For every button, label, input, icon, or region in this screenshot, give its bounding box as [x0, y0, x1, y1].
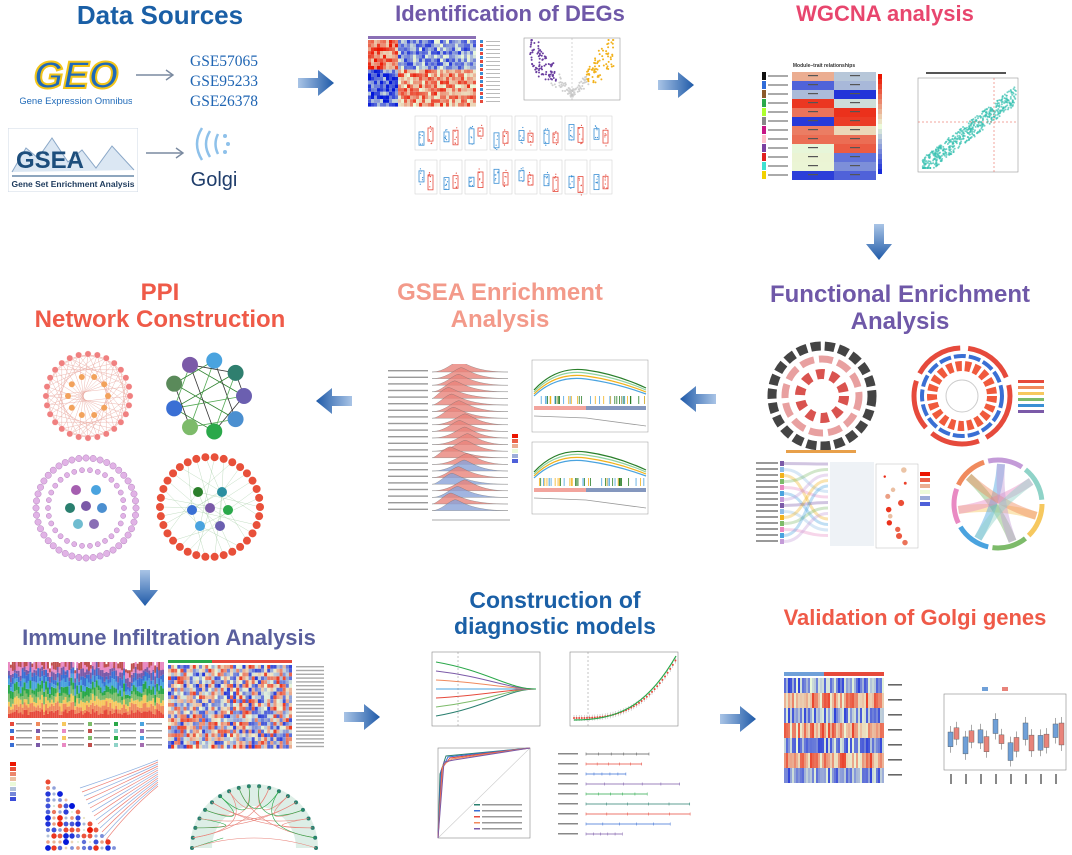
flow-arrow-down-2 [132, 570, 158, 606]
dataset-gse26378: GSE26378 [190, 93, 258, 110]
kegg-circos-plot [911, 345, 1044, 447]
degs-boxplot-grid [414, 115, 613, 196]
geo-logo: GEO Gene Expression Omnibus [20, 54, 132, 107]
degs-heatmap [368, 36, 500, 107]
ppi-network-1 [42, 350, 134, 442]
degs-volcano-plot [523, 37, 621, 101]
ppi-network-3 [32, 454, 140, 562]
flow-arrow-right-1 [298, 70, 334, 96]
chord-diagram [951, 457, 1045, 551]
immune-legend-grid [10, 722, 162, 747]
roc-curves [437, 747, 531, 839]
title-ppi: PPI Network Construction [34, 279, 286, 333]
nomogram [558, 752, 691, 836]
lasso-coefficient-plot [431, 651, 541, 727]
dataset-gse57065: GSE57065 [190, 53, 258, 70]
gsea-caption: Gene Set Enrichment Analysis [12, 179, 135, 189]
title-diagnostic-models: Construction of diagnostic models [454, 587, 656, 639]
thin-arrow-geo [136, 69, 175, 81]
gsea-enrichment-curves [531, 359, 649, 515]
dataset-gse95233: GSE95233 [190, 73, 258, 90]
wgcna-scatter-plot [917, 72, 1019, 173]
title-data-sources: Data Sources [76, 0, 244, 30]
geo-logo-text: GEO [34, 55, 118, 97]
title-validation: Validation of Golgi genes [783, 605, 1047, 630]
title-gsea-enrichment: GSEA Enrichment Analysis [397, 279, 603, 333]
title-degs: Identification of DEGs [395, 1, 625, 26]
flow-arrow-right-4 [720, 706, 756, 732]
validation-boxplots [943, 687, 1067, 784]
sankey-bubble-plot [756, 461, 930, 549]
golgi-logo: Golgi [191, 127, 238, 191]
immune-stacked-bars [8, 662, 164, 718]
immune-correlation-matrix [10, 759, 159, 851]
ppi-network-2 [166, 352, 252, 440]
geo-caption: Gene Expression Omnibus [20, 96, 132, 107]
flow-arrow-left-1 [680, 386, 716, 412]
title-wgcna: WGCNA analysis [796, 1, 974, 26]
ppi-network-4 [156, 453, 264, 561]
title-immune-infiltration: Immune Infiltration Analysis [22, 625, 316, 650]
validation-heatmap [784, 672, 902, 783]
wgcna-heatmap-title: Module–trait relationships [793, 63, 855, 69]
immune-heatmap [168, 660, 324, 749]
flow-arrow-right-3 [344, 704, 380, 730]
gsea-logo: GSEA Gene Set Enrichment Analysis [8, 128, 138, 192]
gsea-ridge-plot [388, 364, 518, 521]
golgi-text: Golgi [191, 169, 238, 191]
flow-arrow-down-1 [866, 224, 892, 260]
thin-arrow-gsea [146, 147, 185, 159]
wgcna-module-trait-heatmap: Module–trait relationships [762, 63, 882, 180]
gsea-logo-text: GSEA [16, 147, 84, 174]
title-functional-enrichment: Functional Enrichment Analysis [769, 281, 1030, 335]
go-circle-plot [767, 341, 877, 453]
dataset-list: GSE57065 GSE95233 GSE26378 [190, 53, 258, 110]
lasso-cv-plot [569, 651, 679, 727]
immune-arc-plot [190, 784, 318, 850]
flow-arrow-right-2 [658, 72, 694, 98]
flow-arrow-left-2 [316, 388, 352, 414]
